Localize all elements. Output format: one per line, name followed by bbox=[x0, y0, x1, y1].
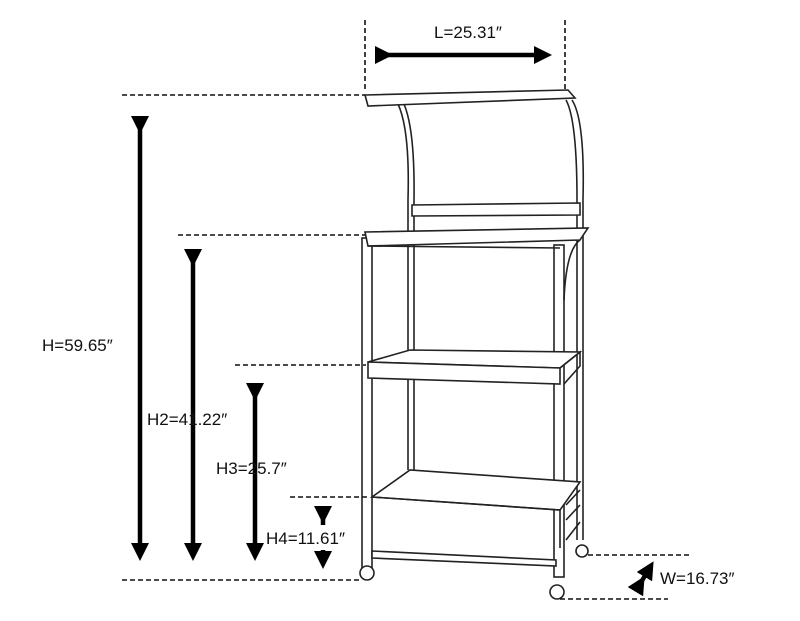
width-arrow bbox=[627, 561, 654, 597]
cart-illustration bbox=[359, 89, 590, 600]
length-label: L=25.31″ bbox=[434, 23, 502, 42]
dimension-arrows bbox=[131, 46, 654, 597]
height2-label: H2=41.22″ bbox=[147, 410, 227, 429]
height-label: H=59.65″ bbox=[42, 336, 113, 355]
height3-label: H3=25.7″ bbox=[216, 459, 287, 478]
guide-lines bbox=[122, 20, 692, 600]
width-label: W=16.73″ bbox=[660, 569, 735, 588]
height4-label: H4=11.61″ bbox=[266, 529, 345, 548]
